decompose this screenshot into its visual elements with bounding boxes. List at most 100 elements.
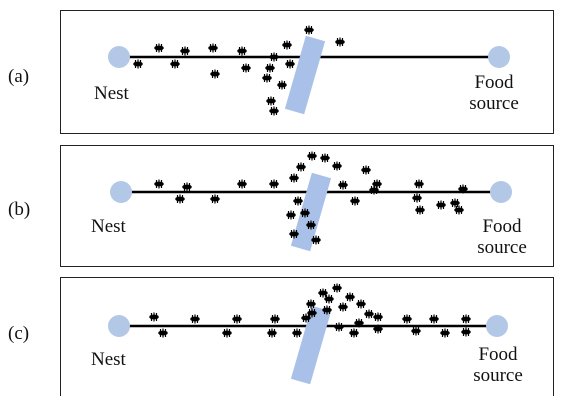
ant-icon — [334, 322, 344, 332]
ant-icon — [436, 200, 446, 210]
ant-icon — [332, 283, 342, 293]
ant-icon — [318, 288, 328, 298]
ant-icon — [335, 37, 345, 47]
food-label-line1: Food — [474, 72, 514, 93]
ant-icon — [415, 205, 425, 215]
ant-icon — [190, 314, 200, 324]
food-label-line2: source — [477, 237, 527, 259]
ant-icon — [293, 196, 303, 206]
food-node-icon — [490, 181, 512, 203]
ant-icon — [307, 308, 317, 318]
food-label-line1: Food — [482, 216, 522, 237]
ant-icon — [158, 328, 168, 338]
panel-c-diagram — [108, 283, 508, 385]
obstacle-bar-icon — [284, 35, 326, 115]
food-label-line2: source — [473, 365, 523, 387]
nest-label: Nest — [91, 216, 126, 237]
ant-icon — [262, 73, 272, 83]
ant-icon — [222, 328, 232, 338]
ant-group — [133, 25, 345, 116]
ant-icon — [289, 173, 299, 183]
ant-icon — [180, 46, 190, 56]
nest-node-icon — [110, 181, 132, 203]
food-source-label: Food source — [457, 344, 539, 387]
ant-icon — [210, 194, 220, 204]
ant-icon — [349, 328, 359, 338]
ant-icon — [241, 63, 251, 73]
ant-icon — [450, 198, 460, 208]
ant-icon — [175, 194, 185, 204]
ant-icon — [133, 59, 143, 69]
ant-icon — [411, 326, 421, 336]
ant-icon — [292, 328, 302, 338]
panel-a: Nest Food source — [60, 10, 554, 134]
food-label-line2: source — [469, 93, 519, 115]
nest-node-icon — [108, 315, 130, 337]
ant-icon — [182, 182, 192, 192]
ant-icon — [412, 193, 422, 203]
ant-icon — [306, 299, 316, 309]
ant-icon — [345, 292, 355, 302]
ant-icon — [338, 180, 348, 190]
ant-icon — [458, 184, 468, 194]
ant-icon — [461, 314, 471, 324]
ant-icon — [267, 328, 277, 338]
ant-icon — [269, 106, 279, 116]
ant-icon — [170, 59, 180, 69]
ant-icon — [266, 96, 276, 106]
ant-icon — [282, 40, 292, 50]
panel-b-label: (b) — [8, 199, 31, 220]
ant-icon — [322, 305, 332, 315]
food-label-line1: Food — [478, 344, 518, 365]
ant-icon — [311, 235, 321, 245]
ant-icon — [354, 318, 364, 328]
nest-node-icon — [108, 46, 130, 68]
ant-icon — [307, 151, 317, 161]
ant-icon — [356, 299, 366, 309]
ant-icon — [304, 25, 314, 35]
ant-icon — [296, 162, 306, 172]
panel-c: Nest Food source — [60, 277, 554, 396]
panel-a-label: (a) — [8, 66, 30, 87]
ant-icon — [237, 179, 247, 189]
obstacle-bar-icon — [290, 172, 332, 252]
ant-icon — [324, 294, 334, 304]
ant-icon — [461, 327, 471, 337]
ant-icon — [285, 59, 295, 69]
ant-icon — [373, 312, 383, 322]
ant-icon — [301, 313, 311, 323]
ant-icon — [300, 208, 310, 218]
food-source-label: Food source — [461, 216, 543, 259]
food-node-icon — [488, 46, 510, 68]
ant-icon — [286, 210, 296, 220]
obstacle-bar-icon — [290, 305, 332, 385]
ant-icon — [373, 324, 383, 334]
ant-icon — [454, 205, 464, 215]
ant-icon — [277, 80, 287, 90]
ant-icon — [149, 312, 159, 322]
ant-icon — [332, 161, 342, 171]
ant-icon — [232, 314, 242, 324]
food-node-icon — [486, 315, 508, 337]
panel-b: Nest Food source — [60, 145, 554, 267]
food-source-label: Food source — [453, 72, 535, 115]
panel-c-label: (c) — [8, 323, 30, 344]
ant-icon — [440, 328, 450, 338]
panel-a-diagram — [108, 25, 510, 116]
ant-icon — [154, 179, 164, 189]
ant-icon — [237, 46, 247, 56]
ant-icon — [361, 165, 371, 175]
ant-icon — [306, 220, 316, 230]
ant-icon — [289, 229, 299, 239]
ant-icon — [265, 63, 275, 73]
nest-label: Nest — [94, 83, 129, 104]
ant-icon — [269, 179, 279, 189]
ant-icon — [350, 196, 360, 206]
ant-icon — [210, 69, 220, 79]
ant-icon — [364, 309, 374, 319]
ant-icon — [338, 302, 348, 312]
ant-icon — [429, 314, 439, 324]
panel-b-diagram — [110, 151, 512, 252]
ant-icon — [369, 185, 379, 195]
ant-icon — [269, 52, 279, 62]
